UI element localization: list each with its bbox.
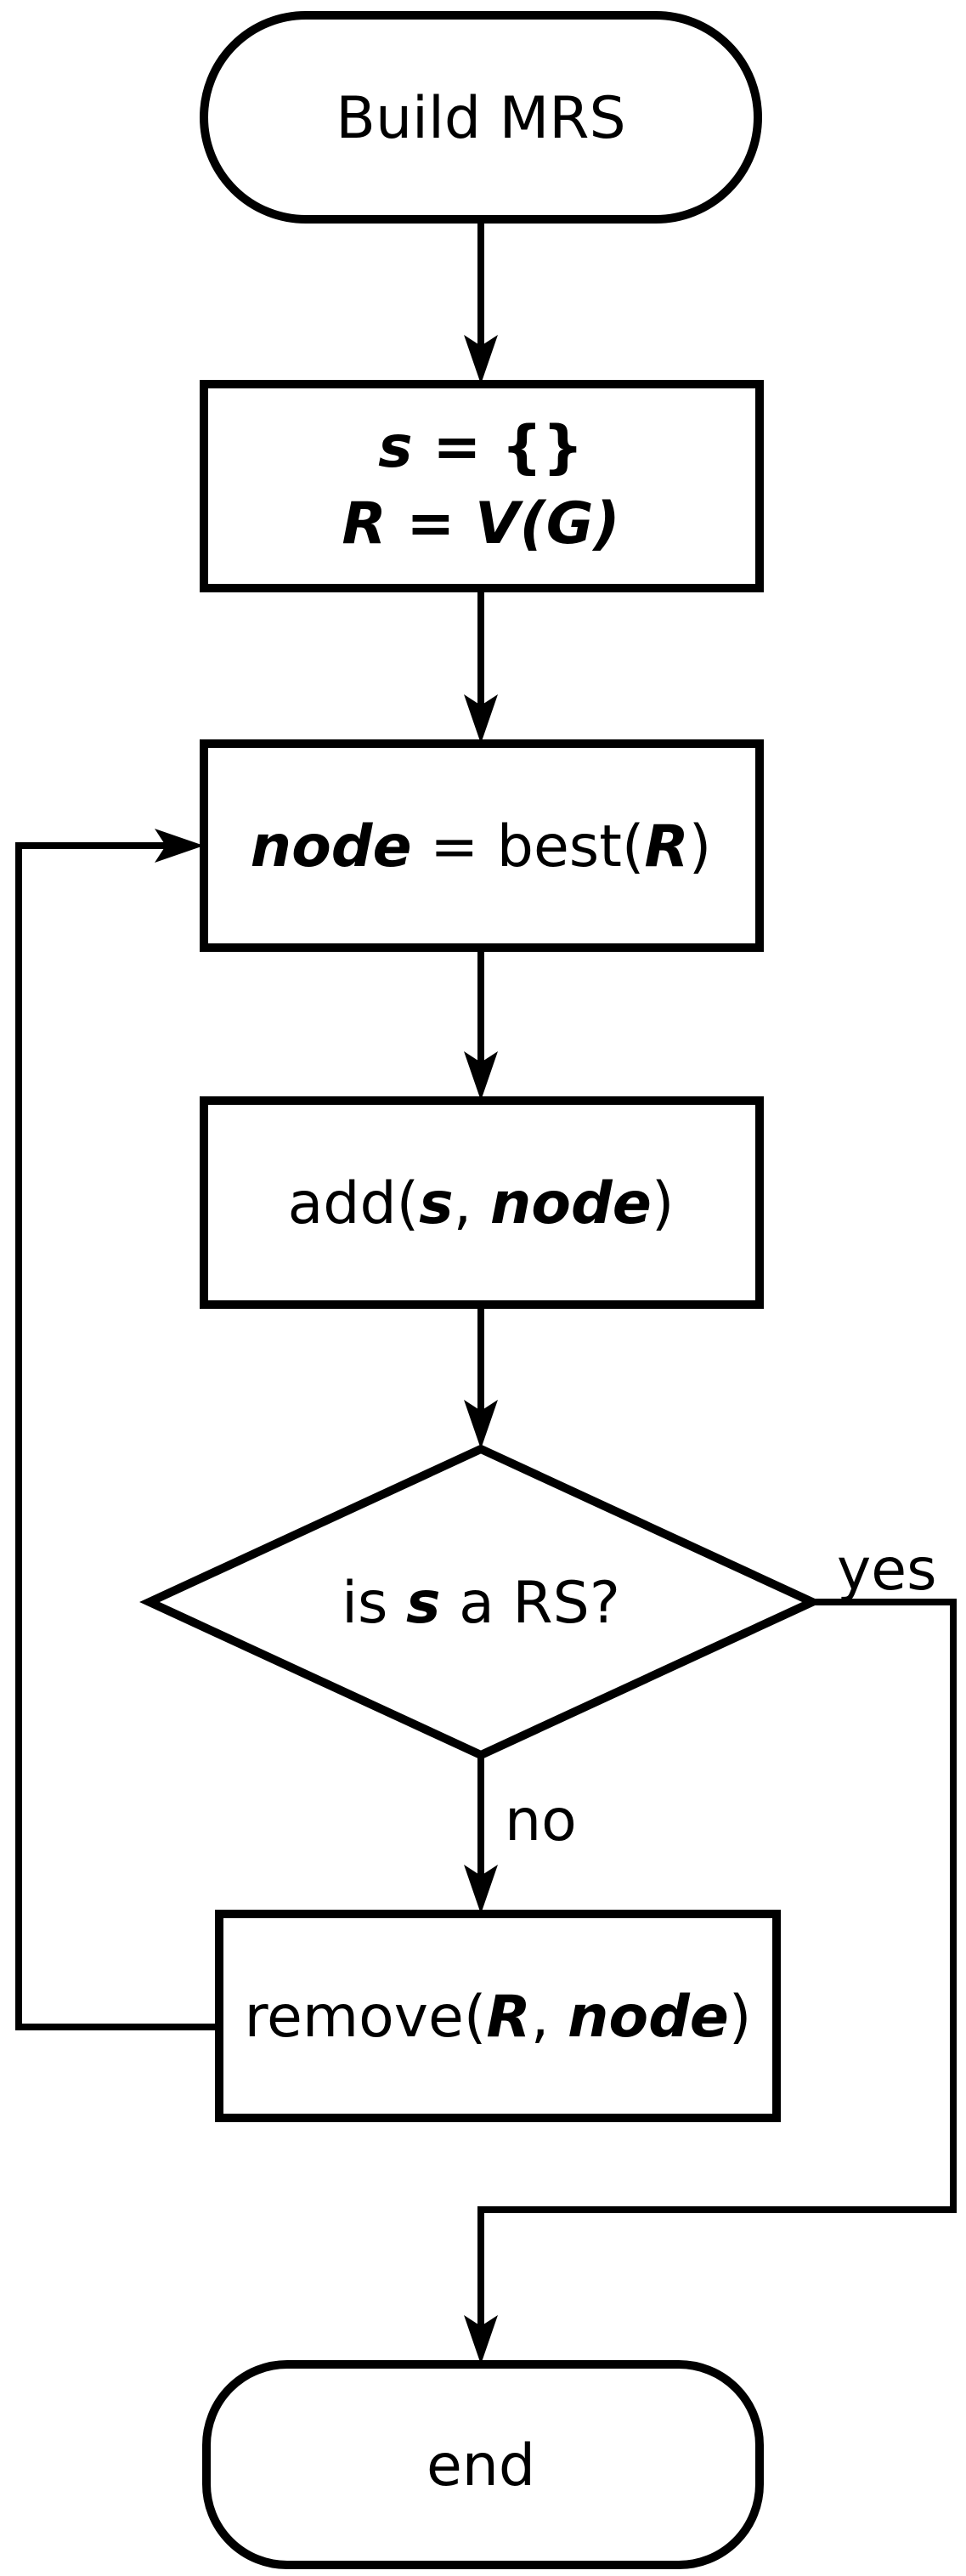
remove-node: remove(R, node) bbox=[215, 1910, 781, 2122]
decision-node: is s a RS? bbox=[139, 1444, 822, 1760]
best-node: node = best(R) bbox=[200, 739, 764, 952]
init-line1: s = {} bbox=[378, 414, 584, 481]
arrowhead-icon bbox=[464, 2315, 498, 2364]
end-node-shape bbox=[202, 2360, 764, 2569]
decision-node-label: is s a RS? bbox=[342, 1570, 620, 1637]
arrowhead-icon bbox=[464, 1400, 498, 1449]
arrowhead-icon bbox=[464, 335, 498, 384]
end-node-label: end bbox=[427, 2432, 535, 2500]
end-node: end bbox=[202, 2360, 764, 2569]
arrowhead-icon bbox=[464, 1051, 498, 1101]
edge-add-decision bbox=[464, 1305, 498, 1449]
edge-init-best bbox=[464, 588, 498, 744]
init-line2: R = V(G) bbox=[342, 490, 619, 558]
edge-line bbox=[15, 842, 219, 2030]
start-node-label: Build MRS bbox=[336, 85, 625, 152]
init-node: s = {} R = V(G) bbox=[200, 380, 764, 592]
start-node: Build MRS bbox=[200, 11, 762, 224]
arrowhead-icon bbox=[464, 694, 498, 744]
add-node-label: add(s, node) bbox=[288, 1170, 675, 1237]
arrowhead-icon bbox=[464, 1865, 498, 1914]
add-node: add(s, node) bbox=[200, 1096, 764, 1309]
edge-start-init bbox=[464, 219, 498, 384]
best-node-shape bbox=[200, 739, 764, 952]
remove-node-label: remove(R, node) bbox=[245, 1984, 752, 2051]
arrowhead-icon bbox=[155, 829, 204, 863]
edge-yes: yes bbox=[464, 1537, 957, 2364]
edge-line bbox=[477, 1599, 957, 2330]
no-label: no bbox=[505, 1787, 577, 1854]
remove-node-shape bbox=[215, 1910, 781, 2122]
edge-no: no bbox=[464, 1755, 577, 1914]
yes-label: yes bbox=[837, 1537, 937, 1604]
edge-best-add bbox=[464, 948, 498, 1101]
init-node-shape bbox=[200, 380, 764, 592]
edge-loop-back bbox=[15, 829, 219, 2030]
best-node-label: node = best(R) bbox=[251, 813, 712, 880]
